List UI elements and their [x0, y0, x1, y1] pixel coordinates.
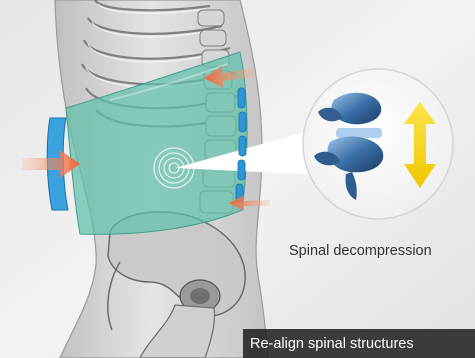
caption-spinal-decompression: Spinal decompression	[289, 243, 432, 259]
zoom-circle	[303, 69, 453, 219]
caption-realign: Re-align spinal structures	[250, 336, 414, 352]
